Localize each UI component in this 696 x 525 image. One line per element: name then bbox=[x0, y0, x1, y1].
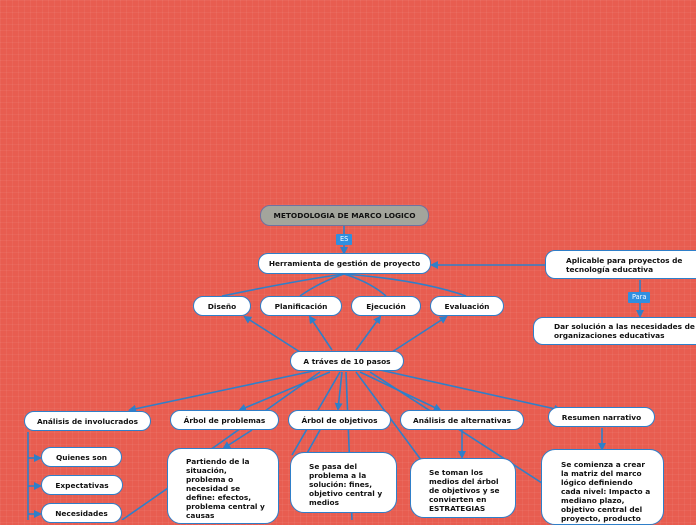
link-pasos-arbol-problemas bbox=[238, 371, 331, 412]
node-ejecucion[interactable]: Ejecución bbox=[351, 296, 421, 316]
node-herramienta[interactable]: Herramienta de gestión de proyecto bbox=[258, 253, 431, 274]
link-objetivos-sepasa bbox=[305, 429, 321, 456]
node-alternativas[interactable]: Análisis de alternativas bbox=[400, 410, 524, 430]
link-pasos-involucrados bbox=[128, 369, 319, 413]
link-pasos-extra-4 bbox=[355, 371, 431, 473]
link-problemas-partiendo bbox=[222, 429, 253, 450]
node-se-comienza[interactable]: Se comienza a crear la matriz del marco … bbox=[541, 449, 664, 525]
link-pasos-arbol-objetivos bbox=[334, 371, 343, 411]
node-planificacion[interactable]: Planificación bbox=[260, 296, 342, 316]
node-se-toman[interactable]: Se toman los medios del árbol de objetiv… bbox=[410, 458, 516, 518]
node-necesidades[interactable]: Necesidades bbox=[41, 503, 122, 523]
node-aplicable[interactable]: Aplicable para proyectos de tecnología e… bbox=[545, 250, 696, 279]
node-diseno[interactable]: Diseño bbox=[193, 296, 251, 316]
node-involucrados[interactable]: Análisis de involucrados bbox=[24, 411, 151, 431]
node-quienes[interactable]: Quienes son bbox=[41, 447, 122, 467]
node-se-pasa[interactable]: Se pasa del problema a la solución: fine… bbox=[290, 452, 397, 513]
node-arbol-objetivos[interactable]: Árbol de objetivos bbox=[288, 410, 391, 430]
node-dar-solucion[interactable]: Dar solución a las necesidades de las or… bbox=[533, 317, 696, 345]
node-evaluacion[interactable]: Evaluación bbox=[430, 296, 504, 316]
node-root[interactable]: METODOLOGIA DE MARCO LOGICO bbox=[260, 205, 429, 226]
link-partiendo-down bbox=[121, 487, 169, 520]
link-herramienta-evaluacion bbox=[343, 273, 467, 297]
link-pasos-evaluacion bbox=[391, 315, 448, 353]
node-arbol-problemas[interactable]: Árbol de problemas bbox=[170, 410, 279, 430]
tag-es: ES bbox=[336, 234, 353, 245]
node-pasos[interactable]: A tráves de 10 pasos bbox=[290, 351, 404, 371]
node-partiendo[interactable]: Partiendo de la situación, problema o ne… bbox=[167, 448, 279, 524]
node-expectativas[interactable]: Expectativas bbox=[41, 475, 123, 495]
node-resumen[interactable]: Resumen narrativo bbox=[548, 407, 655, 427]
link-herramienta-diseno bbox=[221, 273, 345, 297]
link-pasos-diseno bbox=[243, 315, 301, 353]
link-pasos-ejecucion bbox=[355, 315, 382, 351]
link-herramienta-planificacion bbox=[299, 273, 345, 297]
link-pasos-resumen bbox=[379, 369, 562, 413]
tag-para: Para bbox=[628, 292, 651, 303]
link-herramienta-ejecucion bbox=[343, 273, 387, 297]
link-pasos-planificacion bbox=[308, 315, 333, 351]
